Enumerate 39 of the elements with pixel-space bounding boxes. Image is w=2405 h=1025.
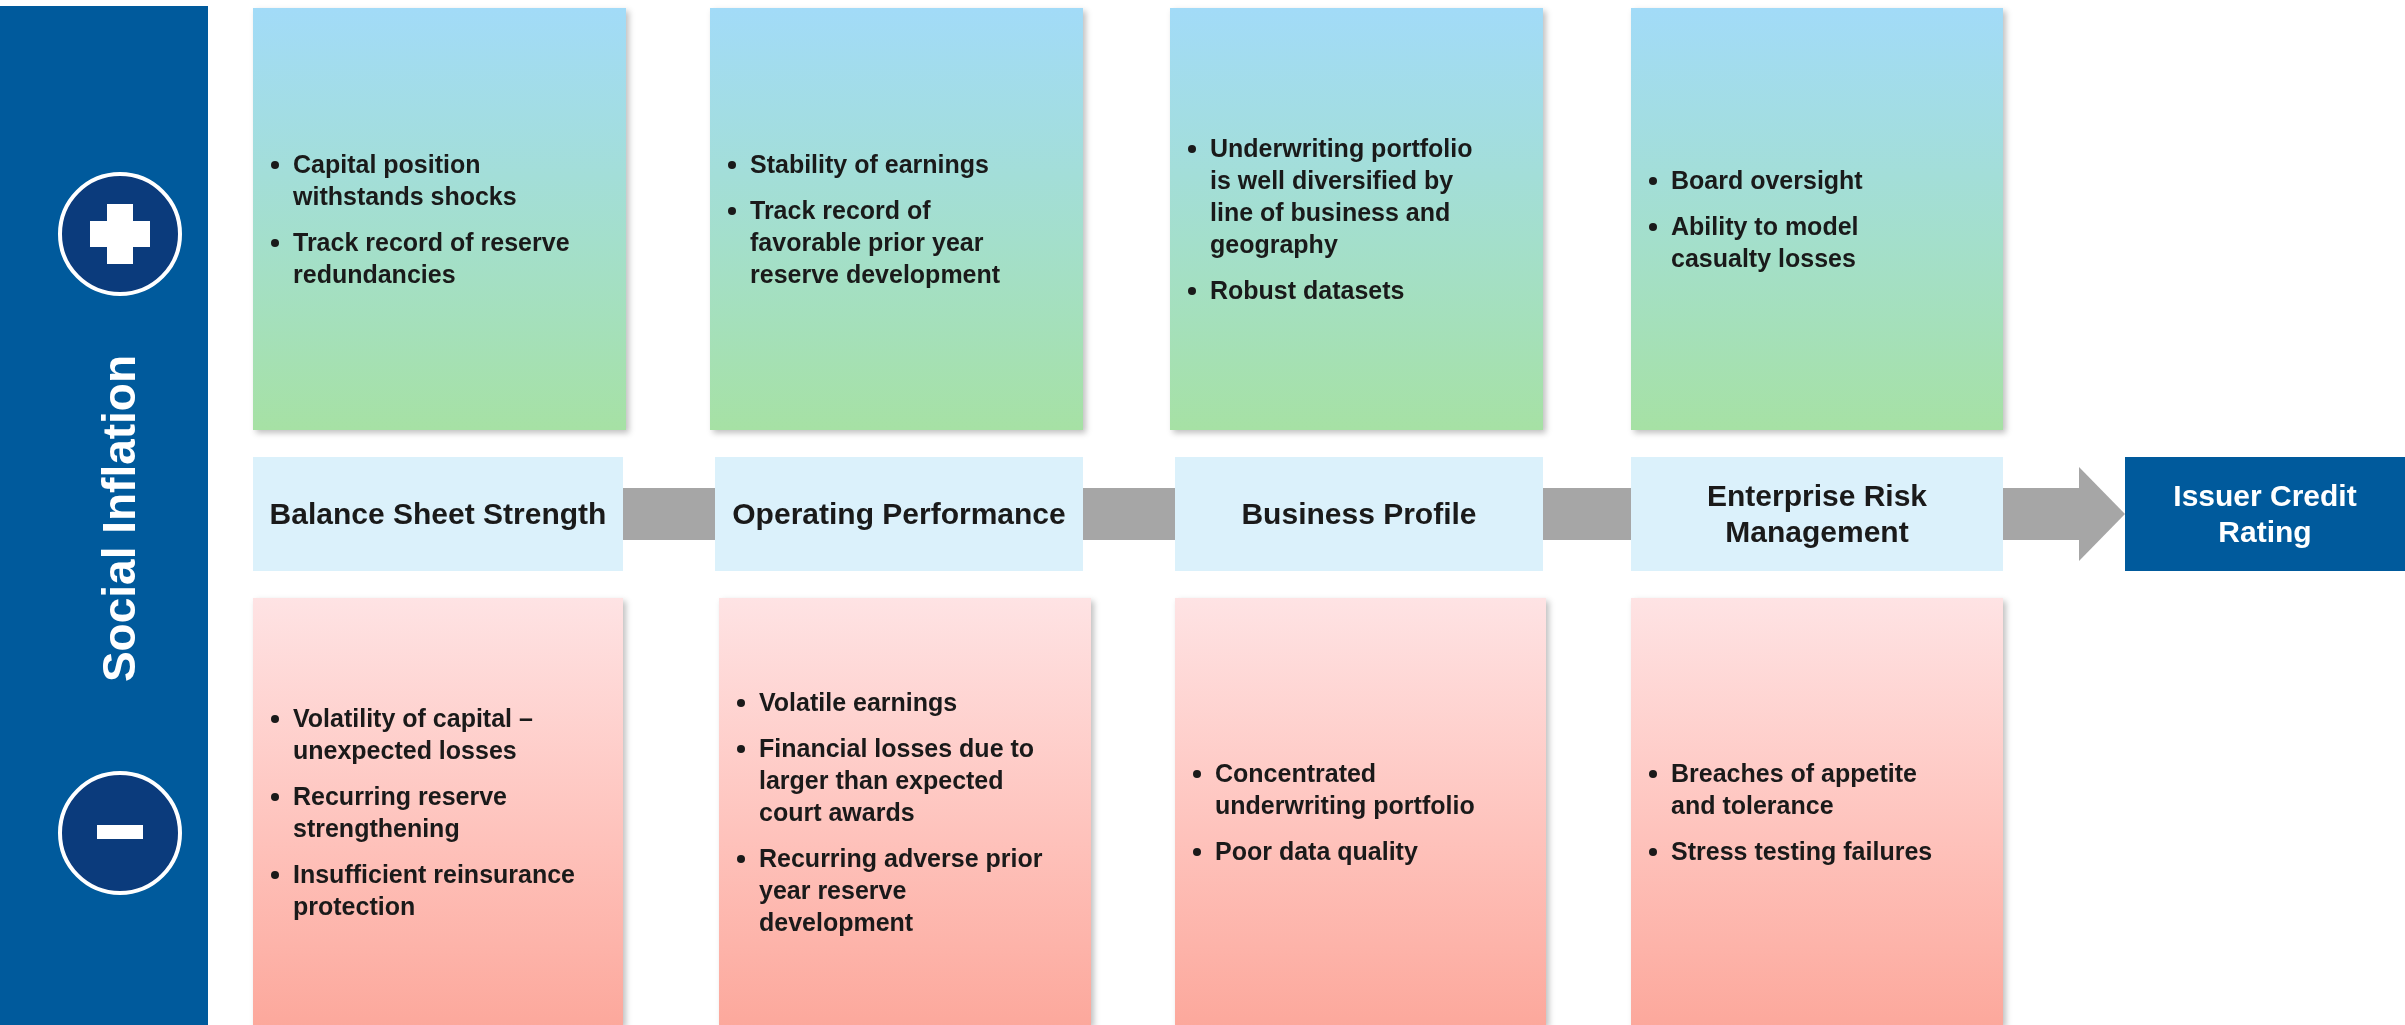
weakness-box: [1631, 598, 2003, 1025]
bullet-text: Robust datasets: [1210, 275, 1405, 306]
bullet-text: Recurring reserve strengthening: [293, 780, 508, 844]
bullet-text: Poor data quality: [1215, 835, 1418, 867]
factor-title: Business Profile: [1241, 496, 1477, 532]
flow-arrow: [2003, 467, 2125, 561]
bullet-text: Ability to model casualty losses: [1671, 211, 1860, 274]
strength-box: [710, 8, 1083, 430]
bullet-text: Track record of reserve redundancies: [293, 227, 571, 290]
bullet-text: Track record of favorable prior year reserve development: [750, 195, 1002, 290]
bullet-text: Capital position withstands shocks: [293, 149, 518, 212]
factor-box: [715, 457, 1083, 571]
bullet-text: Volatility of capital – unexpected losses: [293, 702, 534, 766]
factor-title: Enterprise Risk Management: [1705, 478, 1929, 550]
factor-title: Balance Sheet Strength: [269, 496, 607, 532]
bullet-text: Underwriting portfolio is well diversified by line of business and geography: [1210, 133, 1474, 260]
bullet-text: Breaches of appetite and tolerance: [1671, 757, 1918, 821]
strength-box: [1631, 8, 2003, 430]
factor-box: [253, 457, 623, 571]
factor-title: Issuer Credit Rating: [2172, 478, 2358, 550]
factor-title: Operating Performance: [732, 496, 1066, 532]
band-title: Social Inflation: [92, 354, 147, 682]
strength-box: [1170, 8, 1543, 430]
bullet-text: Volatile earnings: [759, 686, 958, 718]
factor-box: [1175, 457, 1543, 571]
weakness-box: [253, 598, 623, 1025]
bullet-text: Board oversight: [1671, 165, 1863, 196]
bullet-text: Financial losses due to larger than expected court awards: [759, 732, 1036, 828]
factor-box: [1631, 457, 2003, 571]
bullet-text: Concentrated underwriting portfolio: [1215, 757, 1476, 821]
strength-box: [253, 8, 626, 430]
rating-box: [2125, 457, 2405, 571]
side-band: [0, 6, 208, 1025]
weakness-box: [719, 598, 1091, 1025]
bullet-text: Recurring adverse prior year reserve development: [759, 842, 1044, 938]
bullet-text: Stress testing failures: [1671, 835, 1933, 867]
bullet-text: Stability of earnings: [750, 149, 989, 180]
bullet-text: Insufficient reinsurance protection: [293, 858, 577, 922]
weakness-box: [1175, 598, 1546, 1025]
